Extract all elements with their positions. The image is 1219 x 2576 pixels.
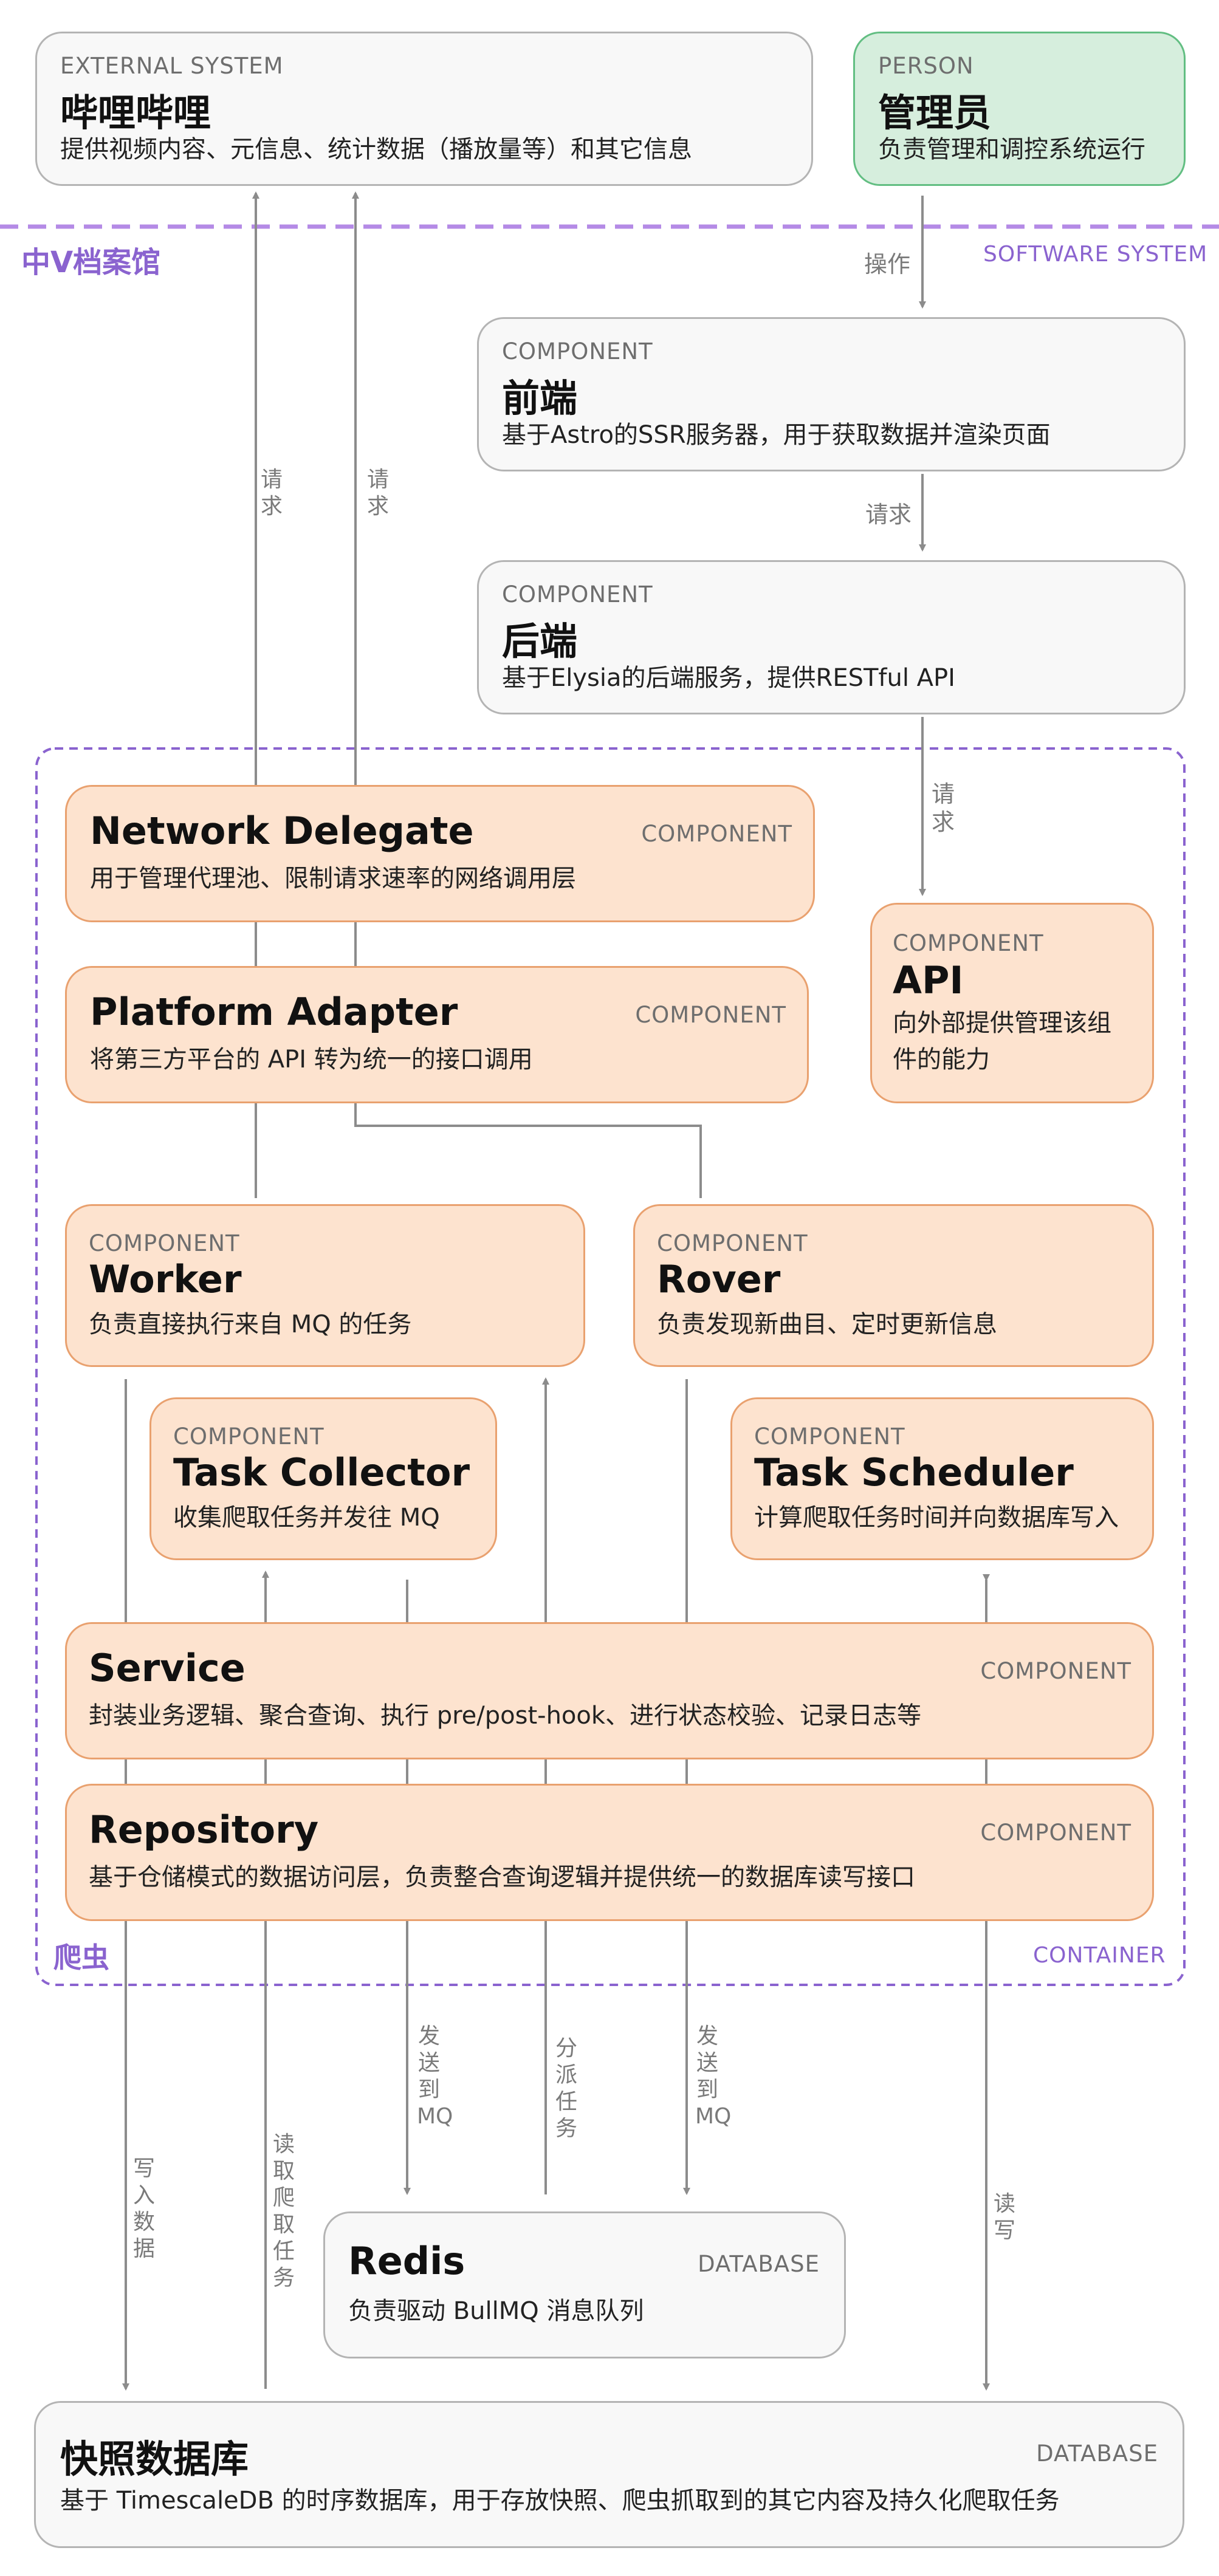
node-tag: PERSON bbox=[878, 53, 974, 79]
node-desc: 负责发现新曲目、定时更新信息 bbox=[657, 1310, 997, 1338]
container-name-label: 爬虫 bbox=[53, 1941, 109, 1974]
node-desc: 基于Elysia的后端服务，提供RESTful API bbox=[502, 664, 955, 692]
node-desc-line1: 向外部提供管理该组 bbox=[893, 1009, 1111, 1037]
node-desc: 基于仓储模式的数据访问层，负责整合查询逻辑并提供统一的数据库读写接口 bbox=[89, 1863, 915, 1891]
edge-label-read-tasks: 读取爬取任务 bbox=[272, 2132, 295, 2290]
node-desc: 将第三方平台的 API 转为统一的接口调用 bbox=[90, 1046, 533, 1074]
system-tag-label: SOFTWARE SYSTEM bbox=[983, 242, 1208, 267]
node-tag: COMPONENT bbox=[980, 1820, 1131, 1846]
node-desc: 计算爬取任务时间并向数据库写入 bbox=[754, 1504, 1119, 1532]
node-desc: 负责驱动 BullMQ 消息队列 bbox=[348, 2297, 644, 2325]
node-title: Task Collector bbox=[173, 1450, 470, 1495]
platform-adapter-node: Platform Adapter COMPONENT 将第三方平台的 API 转… bbox=[65, 966, 809, 1103]
node-tag: COMPONENT bbox=[173, 1423, 324, 1450]
node-desc: 基于 TimescaleDB 的时序数据库，用于存放快照、爬虫抓取到的其它内容及… bbox=[60, 2487, 1060, 2515]
edge-label-send-mq-1: 发送到MQ bbox=[417, 2024, 453, 2129]
task-scheduler-node: COMPONENT Task Scheduler 计算爬取任务时间并向数据库写入 bbox=[730, 1397, 1154, 1560]
bilibili-node: EXTERNAL SYSTEM 哔哩哔哩 提供视频内容、元信息、统计数据（播放量… bbox=[35, 32, 813, 186]
edge-label-request-fe-be: 请求 bbox=[865, 496, 912, 529]
backend-node: COMPONENT 后端 基于Elysia的后端服务，提供RESTful API bbox=[477, 560, 1186, 714]
node-title: API bbox=[893, 958, 964, 1002]
container-boundary bbox=[35, 747, 1186, 1986]
node-desc: 封装业务逻辑、聚合查询、执行 pre/post-hook、进行状态校验、记录日志… bbox=[89, 1702, 922, 1730]
node-title: Network Delegate bbox=[90, 809, 474, 853]
node-tag: COMPONENT bbox=[89, 1230, 240, 1256]
node-desc-line2: 件的能力 bbox=[893, 1046, 990, 1074]
node-tag: EXTERNAL SYSTEM bbox=[60, 53, 284, 79]
edge-label-request-bili-2: 请求 bbox=[366, 467, 389, 519]
admin-node: PERSON 管理员 负责管理和调控系统运行 bbox=[853, 32, 1186, 186]
node-tag: COMPONENT bbox=[980, 1658, 1131, 1684]
node-tag: COMPONENT bbox=[635, 1002, 786, 1028]
node-desc: 用于管理代理池、限制请求速率的网络调用层 bbox=[90, 865, 576, 892]
node-desc: 提供视频内容、元信息、统计数据（播放量等）和其它信息 bbox=[60, 135, 692, 163]
node-title: Task Scheduler bbox=[754, 1450, 1074, 1495]
container-tag-label: CONTAINER bbox=[1033, 1943, 1166, 1968]
frontend-node: COMPONENT 前端 基于Astro的SSR服务器，用于获取数据并渲染页面 bbox=[477, 317, 1186, 471]
node-tag: COMPONENT bbox=[657, 1230, 808, 1256]
node-desc: 基于Astro的SSR服务器，用于获取数据并渲染页面 bbox=[502, 421, 1051, 449]
rover-node: COMPONENT Rover 负责发现新曲目、定时更新信息 bbox=[633, 1204, 1154, 1367]
edge-label-send-mq-2: 发送到MQ bbox=[695, 2024, 732, 2129]
edge-rover-bilibili bbox=[352, 191, 702, 1198]
node-tag: DATABASE bbox=[1036, 2441, 1158, 2467]
node-tag: COMPONENT bbox=[502, 338, 653, 365]
node-title: 哔哩哔哩 bbox=[60, 91, 211, 135]
edge-label-request-bili-1: 请求 bbox=[260, 467, 283, 519]
system-name-label: 中V档案馆 bbox=[21, 245, 161, 279]
service-node: Service COMPONENT 封装业务逻辑、聚合查询、执行 pre/pos… bbox=[65, 1622, 1154, 1759]
node-title: Rover bbox=[657, 1257, 781, 1301]
task-collector-node: COMPONENT Task Collector 收集爬取任务并发往 MQ bbox=[149, 1397, 497, 1560]
node-title: Redis bbox=[348, 2239, 465, 2283]
api-node: COMPONENT API 向外部提供管理该组 件的能力 bbox=[870, 903, 1154, 1103]
node-title: Platform Adapter bbox=[90, 990, 458, 1034]
node-tag: COMPONENT bbox=[754, 1423, 905, 1450]
node-title: Worker bbox=[89, 1257, 242, 1301]
node-desc: 负责管理和调控系统运行 bbox=[878, 135, 1145, 163]
node-tag: COMPONENT bbox=[641, 821, 792, 847]
node-title: Repository bbox=[89, 1807, 319, 1852]
network-delegate-node: Network Delegate COMPONENT 用于管理代理池、限制请求速… bbox=[65, 785, 815, 922]
node-tag: COMPONENT bbox=[502, 581, 653, 608]
node-title: 快照数据库 bbox=[60, 2437, 249, 2481]
edge-label-write-data: 写入数据 bbox=[132, 2156, 155, 2261]
node-tag: COMPONENT bbox=[893, 930, 1044, 956]
repository-node: Repository COMPONENT 基于仓储模式的数据访问层，负责整合查询… bbox=[65, 1784, 1154, 1921]
node-desc: 负责直接执行来自 MQ 的任务 bbox=[89, 1310, 412, 1338]
node-tag: DATABASE bbox=[698, 2251, 820, 2277]
edge-label-read-write: 读写 bbox=[993, 2191, 1015, 2243]
snapshot-db-node: 快照数据库 DATABASE 基于 TimescaleDB 的时序数据库，用于存… bbox=[34, 2401, 1184, 2548]
edge-label-request-be-api: 请求 bbox=[931, 780, 955, 836]
edge-label-dispatch: 分派任务 bbox=[555, 2036, 577, 2141]
worker-node: COMPONENT Worker 负责直接执行来自 MQ 的任务 bbox=[65, 1204, 585, 1367]
edge-label-operate: 操作 bbox=[864, 245, 911, 279]
node-title: 管理员 bbox=[878, 91, 992, 135]
redis-node: Redis DATABASE 负责驱动 BullMQ 消息队列 bbox=[323, 2211, 846, 2358]
node-title: 后端 bbox=[502, 619, 578, 663]
node-desc: 收集爬取任务并发往 MQ bbox=[173, 1504, 440, 1532]
node-title: Service bbox=[89, 1646, 246, 1690]
node-title: 前端 bbox=[502, 376, 578, 420]
